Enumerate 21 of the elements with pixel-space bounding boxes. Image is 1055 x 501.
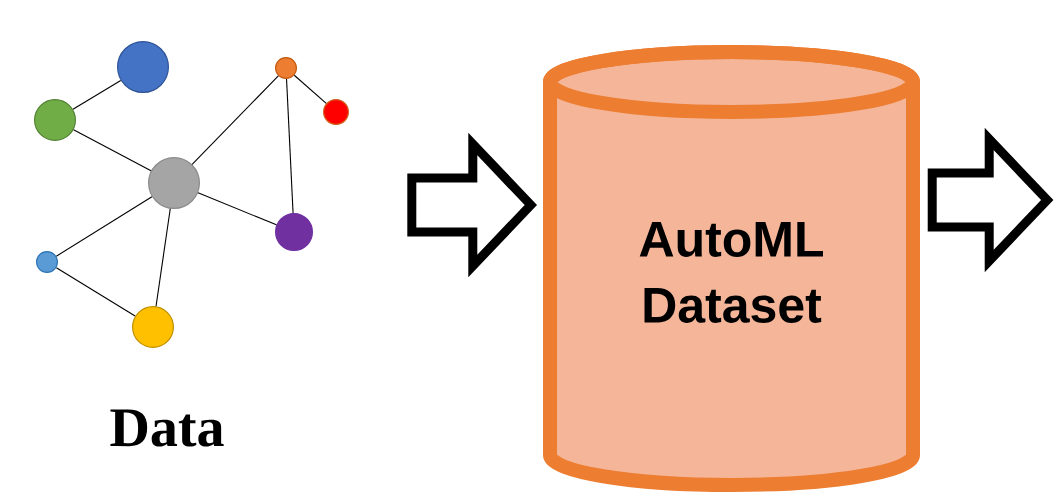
connector-line — [286, 78, 294, 214]
hollow-arrow — [407, 132, 537, 278]
connector-line — [293, 74, 327, 104]
graph-node-circle — [275, 213, 313, 251]
caption-text: Data — [110, 409, 224, 447]
connector-line — [55, 196, 153, 257]
graph-node-circle — [117, 41, 169, 93]
graph-node-circle — [148, 157, 200, 209]
graph-node-circle — [132, 306, 174, 348]
graph-node-circle — [34, 99, 76, 141]
connector-line — [55, 267, 136, 317]
database-cylinder: AutoML Dataset — [543, 45, 920, 492]
connector-line — [72, 79, 122, 110]
connector-line — [155, 208, 171, 307]
graph-node-circle — [36, 251, 58, 273]
hollow-arrow — [927, 127, 1054, 273]
connector-line — [197, 192, 277, 226]
graph-node-circle — [323, 99, 349, 125]
connector-line — [191, 75, 279, 165]
graph-node-circle — [275, 57, 297, 79]
connector-line — [73, 129, 152, 172]
